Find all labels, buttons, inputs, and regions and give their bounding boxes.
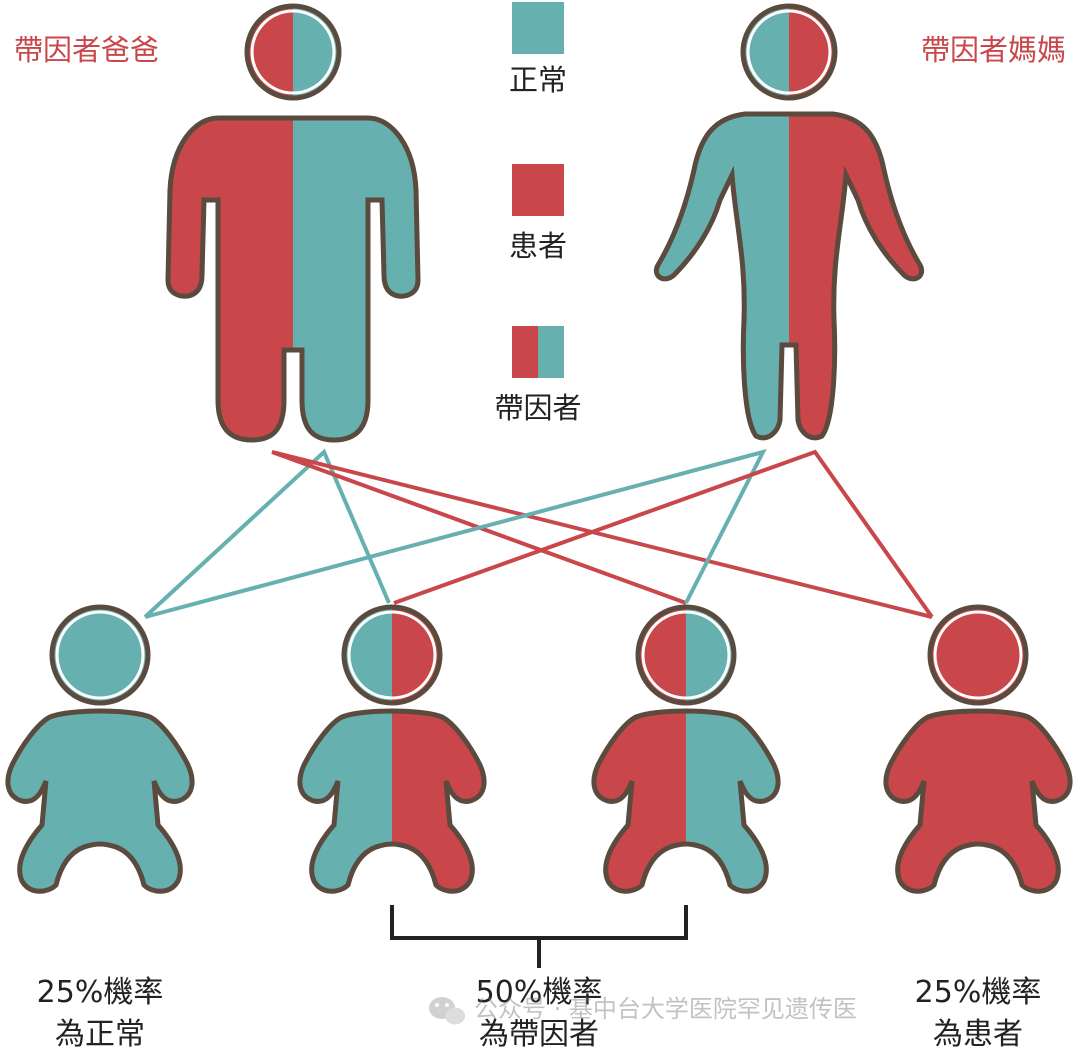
line-mother-normal: [144, 448, 767, 619]
legend-carrier-label: 帶因者: [494, 391, 581, 425]
baby-icon: [868, 604, 1080, 905]
wechat-icon: [429, 997, 465, 1025]
baby-icon: [282, 604, 502, 905]
baby-carrier-1: [282, 604, 502, 905]
watermark: 公众号 · 基中台大学医院罕见遗传医: [429, 995, 857, 1025]
line-mother-affected: [393, 449, 934, 619]
outcome-affected: 25%機率 為患者: [915, 975, 1042, 1052]
mother-label: 帶因者媽媽: [921, 33, 1066, 67]
outcome-carrier-pct: 50%機率: [476, 975, 603, 1010]
outcome-normal-pct: 25%機率: [37, 975, 164, 1010]
outcome-carrier: 50%機率 為帶因者: [476, 975, 603, 1052]
line-father-affected: [271, 450, 933, 619]
legend-carrier-swatch-right: [538, 326, 564, 378]
outcome-affected-pct: 25%機率: [915, 975, 1042, 1010]
father-body: [160, 110, 428, 450]
mother-figure-icon: [640, 3, 939, 450]
father-head: [244, 3, 342, 101]
legend-normal-swatch: [512, 2, 564, 54]
legend-affected-swatch: [512, 164, 564, 216]
father-figure-icon: [160, 3, 428, 450]
line-father-normal: [143, 448, 391, 619]
mother-body: [640, 105, 939, 450]
baby-icon: [0, 604, 210, 905]
father-body-right-half: [293, 118, 418, 440]
legend-carrier-swatch-left: [512, 326, 538, 378]
watermark-text: 公众号 · 基中台大学医院罕见遗传医: [474, 995, 857, 1023]
legend-affected-label: 患者: [509, 229, 567, 263]
outcome-carrier-desc: 為帶因者: [479, 1017, 599, 1052]
inheritance-lines: [143, 448, 934, 619]
carrier-bracket: [390, 905, 688, 968]
outcome-normal: 25%機率 為正常: [37, 975, 164, 1052]
baby-affected: [868, 604, 1080, 905]
mother-head: [740, 3, 838, 101]
father-body-left-half: [168, 118, 293, 440]
baby-icon: [576, 604, 796, 905]
outcome-affected-desc: 為患者: [933, 1017, 1023, 1052]
baby-carrier-2: [576, 604, 796, 905]
father-label: 帶因者爸爸: [14, 33, 159, 67]
legend: 正常 患者 帶因者: [494, 2, 582, 425]
outcome-normal-desc: 為正常: [55, 1017, 145, 1052]
legend-normal-label: 正常: [509, 63, 567, 97]
baby-normal: [0, 604, 210, 905]
